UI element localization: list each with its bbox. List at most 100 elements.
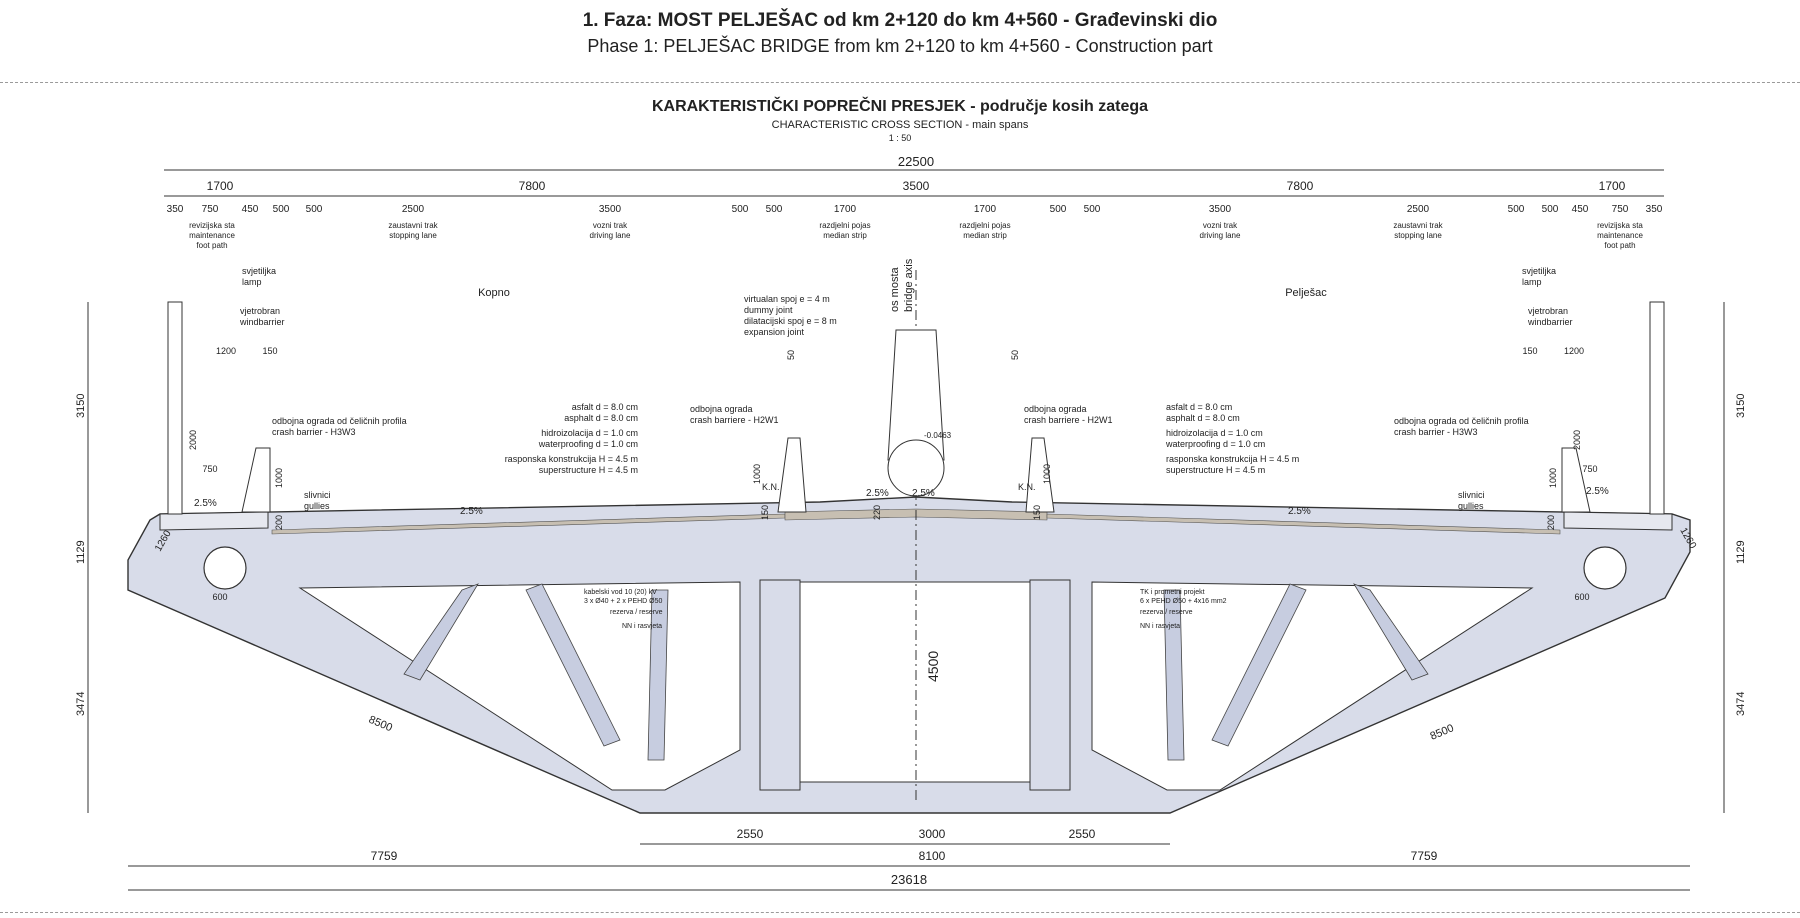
- dim-bottom-l1-0: 2550: [737, 827, 764, 841]
- dim-left-v0: 3150: [75, 394, 87, 418]
- dim-top-l2-5: 2500: [402, 204, 425, 215]
- dim-top-l2-3: 500: [273, 204, 290, 215]
- dim-top-l2-16: 500: [1542, 204, 1559, 215]
- dim-bottom-l1-1: 3000: [919, 827, 946, 841]
- duct-left: [203, 546, 247, 590]
- dim-bottom-total: 23618: [891, 872, 927, 887]
- dim-top-l2-14: 2500: [1407, 204, 1430, 215]
- web-right: [1029, 579, 1071, 791]
- dim-bottom-l2-0: 7759: [371, 849, 398, 863]
- section-scale: 1 : 50: [888, 133, 912, 143]
- dim-top-l2-11: 500: [1050, 204, 1067, 215]
- strut-right-1: [1353, 583, 1429, 681]
- strut-right-2: [1211, 583, 1307, 747]
- median-barrier-right: [1025, 437, 1055, 513]
- dim-barrier-h-right: 1000: [1548, 468, 1558, 488]
- duct-right: [1583, 546, 1627, 590]
- dim-height-center: 4500: [925, 651, 941, 682]
- dim-top-l2-15: 500: [1508, 204, 1525, 215]
- dim-bottom-l2-2: 7759: [1411, 849, 1438, 863]
- label-kn-right: K.N.: [1018, 482, 1036, 492]
- dim-top-l2-12: 500: [1084, 204, 1101, 215]
- dim-slope-left: 8500: [367, 714, 394, 735]
- dim-center-220: 220: [872, 505, 882, 520]
- dim-barrier-g-right: 150: [1522, 346, 1537, 356]
- dim-right-v1: 1129: [1735, 540, 1747, 564]
- dim-top-l1-3: 7800: [1287, 179, 1314, 193]
- median-barrier-left: [777, 437, 807, 513]
- dim-top-l2-7: 500: [732, 204, 749, 215]
- dim-joint-gap-left: 50: [786, 350, 796, 360]
- inner-cell-right: [1091, 581, 1534, 791]
- dim-mid-barrier-h-left: 1000: [752, 464, 762, 484]
- dim-top-l2-1: 750: [202, 204, 219, 215]
- maint-path-left: [159, 511, 269, 531]
- strut-left-3: [647, 589, 669, 761]
- dim-bottom-l2-1: 8100: [919, 849, 946, 863]
- dim-top-l2-18: 750: [1612, 204, 1629, 215]
- label-kn-left: K.N.: [762, 482, 780, 492]
- slope-mid-left: 2.5%: [866, 488, 889, 499]
- dim-total-top: 22500: [898, 154, 934, 169]
- inner-cell-left: [298, 581, 741, 791]
- section-subtitle: CHARACTERISTIC CROSS SECTION - main span…: [771, 119, 1029, 131]
- dim-small-left: 150: [760, 505, 770, 520]
- slope-maint-right: 2.5%: [1586, 486, 1609, 497]
- dim-duct-left: 600: [212, 592, 227, 602]
- anchor-plate: [887, 439, 945, 497]
- dim-duct-right: 600: [1574, 592, 1589, 602]
- dim-top-l1-2: 3500: [903, 179, 930, 193]
- slope-mid-right: 2.5%: [912, 488, 935, 499]
- dim-top-l2-10: 1700: [974, 204, 997, 215]
- dim-top-l2-13: 3500: [1209, 204, 1232, 215]
- crash-barrier-right: [1561, 447, 1591, 513]
- dim-bottom-l1-2: 2550: [1069, 827, 1096, 841]
- note-kopno: Kopno: [478, 287, 510, 299]
- dim-small-right: 150: [1032, 505, 1042, 520]
- dim-barrier-w-right: 1200: [1564, 346, 1584, 356]
- strut-right-3: [1163, 589, 1185, 761]
- divider-top: [0, 82, 1800, 83]
- windbarrier-post-left: [167, 301, 183, 515]
- dim-top-l1-4: 1700: [1599, 179, 1626, 193]
- dim-barrier-g-left: 150: [262, 346, 277, 356]
- dim-top-l2-2: 450: [242, 204, 259, 215]
- dim-slope-right: 8500: [1428, 722, 1455, 743]
- dim-top-l2-19: 350: [1646, 204, 1663, 215]
- crash-barrier-left: [241, 447, 271, 513]
- maint-path-right: [1563, 511, 1673, 531]
- strut-left-1: [403, 583, 479, 681]
- dim-post-w-right: 750: [1582, 464, 1597, 474]
- slope-deck-left: 2.5%: [460, 506, 483, 517]
- dim-curb-right: 200: [1546, 515, 1556, 530]
- level-center: -0.0463: [924, 431, 952, 440]
- page-title: 1. Faza: MOST PELJEŠAC od km 2+120 do km…: [582, 10, 1218, 31]
- section-title: KARAKTERISTIČKI POPREČNI PRESJEK - podru…: [651, 98, 1149, 115]
- dim-left-v1: 1129: [75, 540, 87, 564]
- dim-mid-barrier-h-right: 1000: [1042, 464, 1052, 484]
- dim-post-w-left: 750: [202, 464, 217, 474]
- dim-barrier-h-left: 1000: [274, 468, 284, 488]
- dim-top-l1-1: 7800: [519, 179, 546, 193]
